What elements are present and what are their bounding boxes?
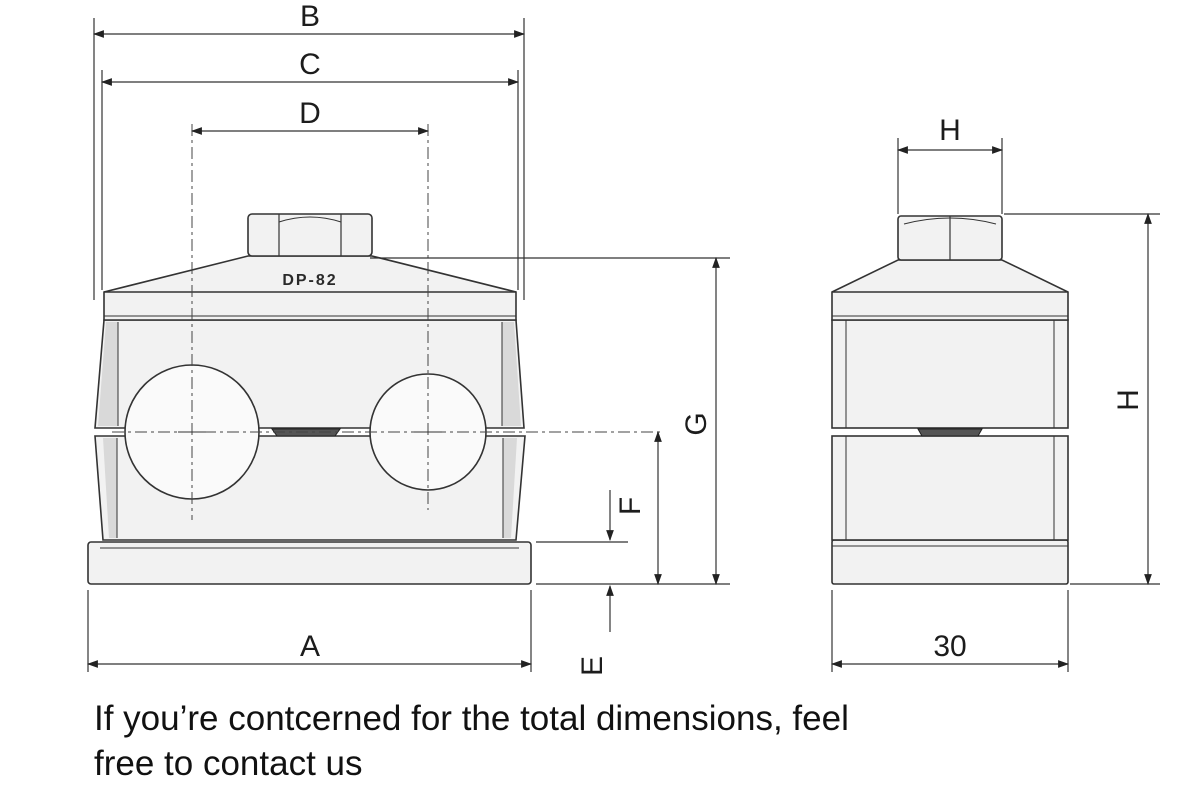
side-view — [831, 215, 1069, 585]
centerlines — [112, 124, 660, 520]
technical-drawing: DP-82 — [86, 0, 1160, 676]
side-base-plate — [831, 539, 1069, 585]
dim-label-f: F — [614, 497, 647, 515]
part-marking: DP-82 — [282, 272, 337, 289]
front-view — [87, 124, 660, 585]
dim-label-c: C — [299, 48, 321, 81]
dim-label-g: G — [680, 412, 713, 435]
dim-label-depth: 30 — [933, 630, 966, 663]
side-hex-bolt — [897, 215, 1003, 261]
base-plate — [87, 541, 532, 585]
dim-label-h-width: H — [939, 114, 961, 147]
side-lower-body — [831, 435, 1069, 541]
dim-label-b: B — [300, 0, 320, 33]
note-line-1: If you’re contcerned for the total dimen… — [94, 699, 849, 738]
dimension-lines — [86, 18, 1160, 672]
contact-note: If you’re contcerned for the total dimen… — [94, 696, 1094, 786]
dim-label-d: D — [299, 97, 321, 130]
note-line-2: free to contact us — [94, 744, 363, 783]
side-upper-body — [831, 319, 1069, 429]
dim-label-e: E — [576, 656, 609, 676]
dim-label-a: A — [300, 630, 320, 663]
hex-bolt — [247, 213, 373, 257]
dim-label-h-height: H — [1112, 389, 1145, 411]
side-cover-plate — [831, 259, 1069, 321]
